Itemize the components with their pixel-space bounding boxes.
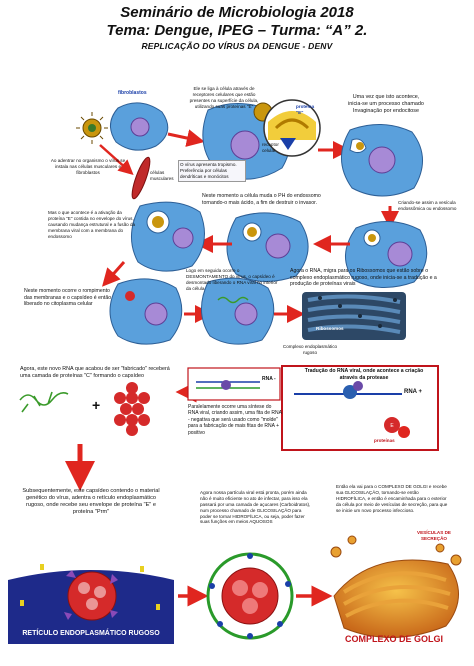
label-reticulum: RETÍCULO ENDOPLASMÁTICO RUGOSO — [22, 630, 160, 637]
label-rna-minus: RNA - — [262, 376, 276, 382]
rna-strand — [19, 391, 69, 413]
note-tropism: O vírus apresenta tropismo. Preferência … — [178, 160, 246, 182]
note-synthesis: Paralelamente ocorre uma síntese do RNA … — [188, 404, 282, 436]
synthesis-box — [187, 367, 281, 401]
disassembly-cell — [201, 277, 275, 345]
label-rer: Complexo endoplasmático rugoso — [282, 344, 338, 355]
page-subtitle: Tema: Dengue, IPEG – Turma: “A” 2. — [106, 22, 368, 39]
note-entering: Ao adentrar no organismo o vírus se inst… — [50, 158, 126, 175]
note-fusion: Mas o que acontece é a ativação da prote… — [48, 210, 136, 239]
label-rna-plus: RNA + — [404, 389, 422, 395]
endocytosis-cell — [341, 123, 423, 197]
translation-box: E — [281, 365, 439, 451]
label-receptor: receptor celular — [262, 142, 279, 153]
label-protein-e: proteína "E" — [296, 104, 315, 115]
label-golgi: COMPLEXO DE GOLGI — [344, 634, 443, 644]
label-fibroblasts: fibroblastos — [118, 90, 147, 96]
note-golgi: Então ela vai para o COMPLEXO DE GOLGI e… — [336, 484, 448, 513]
rough-er-image — [302, 292, 406, 340]
note-ribosomes: Agora o RNA, migra para os Ribossomos qu… — [290, 268, 437, 288]
capsid-proteins — [114, 382, 150, 436]
note-uncoating: Neste momento ocorre o rompimento das me… — [24, 288, 112, 308]
label-muscle: células musculares — [150, 170, 174, 181]
reticulum-image — [8, 534, 174, 644]
label-secretion: VESÍCULAS DE SECREÇÃO — [417, 530, 451, 541]
label-ribosomes: Ribossomos — [316, 326, 344, 331]
acidification-cell — [226, 212, 309, 282]
note-binding: Ele se liga à célula através de receptor… — [189, 86, 259, 109]
mature-virion — [206, 552, 294, 640]
note-disassembly: Logo em seguida ocorre o DESMONTAMENTO d… — [186, 268, 278, 291]
note-capsid: Agora, este novo RNA que acabou de ser "… — [20, 366, 170, 379]
muscle-cell — [131, 156, 151, 200]
fusion-cell — [131, 201, 205, 272]
note-glycosylation: Agora nossa partícula viral está pronta,… — [200, 490, 311, 525]
uncoating-cell — [109, 278, 183, 345]
page-topic: REPLICAÇÃO DO VÍRUS DA DENGUE - DENV — [141, 41, 333, 51]
endosome-cell — [345, 220, 428, 288]
virus-entering — [76, 112, 108, 144]
note-ph: Neste momento a célula muda o PH do endo… — [202, 193, 321, 206]
zoom-receptor — [263, 99, 321, 157]
note-endocytosis: Uma vez que isto acontece, inicia-se um … — [348, 94, 424, 114]
svg-text:E: E — [390, 423, 394, 429]
svg-text:+: + — [92, 397, 100, 413]
page-title: Seminário de Microbiologia 2018 — [120, 4, 354, 21]
golgi-image — [330, 535, 462, 639]
fibroblast-cell — [110, 102, 169, 151]
note-endosome: Criando-se assim a vesícula endossômica … — [398, 200, 457, 211]
translation-title: Tradução do RNA viral, onde acontece a c… — [304, 368, 424, 381]
label-proteins: proteínas — [374, 438, 395, 443]
note-envelope: Subsequentemente, este capsídeo contendo… — [22, 488, 160, 516]
